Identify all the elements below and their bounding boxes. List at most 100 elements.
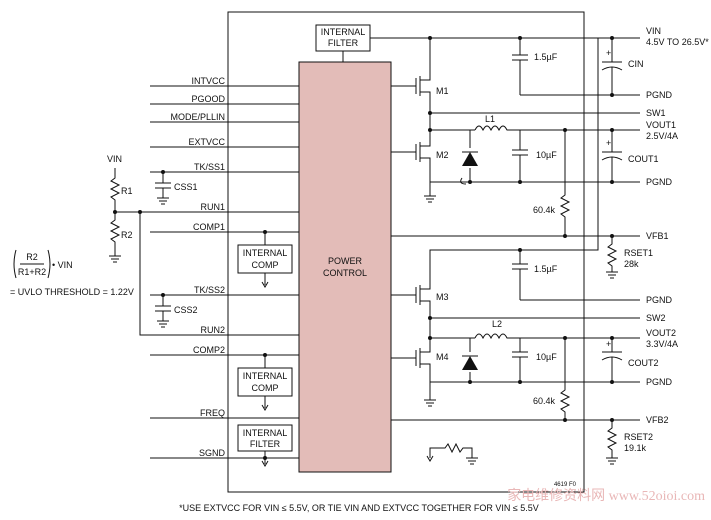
r-fb2-label: 60.4k [533, 396, 556, 406]
vin-left-label: VIN [107, 154, 122, 164]
internal-comp1-label-1: INTERNAL [243, 248, 288, 258]
resistor-rset2: RSET2 19.1k [606, 420, 653, 465]
cap-cout1: + COUT1 [601, 130, 659, 182]
r-fb1-label: 60.4k [533, 205, 556, 215]
cin-label: CIN [628, 59, 644, 69]
sw2-label: SW2 [646, 313, 666, 323]
c-in-top-label: 1.5µF [534, 52, 558, 62]
inductor-l1 [474, 125, 560, 132]
pin-tk-ss2: TK/SS2 [194, 285, 225, 295]
pin-tk-ss1: TK/SS1 [194, 162, 225, 172]
eq-denominator: R1+R2 [18, 267, 46, 277]
eq-numerator: R2 [26, 252, 38, 262]
footnote: *USE EXTVCC FOR VIN ≤ 5.5V, OR TIE VIN A… [179, 503, 539, 513]
diode-2 [462, 338, 478, 382]
diode-1 [460, 130, 478, 185]
cout1-plus: + [606, 138, 611, 148]
pin-comp1: COMP1 [193, 222, 225, 232]
rset1-name: RSET1 [624, 248, 653, 258]
mosfet-m2: M2 [391, 113, 449, 190]
vout1-val: 2.5V/4A [646, 131, 678, 141]
internal-comp2 [237, 367, 293, 397]
rset1-val: 28k [624, 259, 639, 269]
pgnd3-label: PGND [646, 295, 673, 305]
cout1-label: COUT1 [628, 154, 659, 164]
rset2-val: 19.1k [624, 443, 647, 453]
css1-label: CSS1 [174, 182, 198, 192]
internal-filter-top-label-2: FILTER [328, 38, 359, 48]
m1-label: M1 [436, 86, 449, 96]
l2-label: L2 [492, 319, 502, 329]
cap-c-in-top: 1.5µF [512, 38, 558, 95]
pin-labels: INTVCC PGOOD MODE/PLLIN EXTVCC TK/SS1 RU… [170, 76, 225, 458]
pgnd2-label: PGND [646, 177, 673, 187]
resistor-fb2: 60.4k [533, 338, 571, 420]
pgnd1-label: PGND [646, 90, 673, 100]
uvlo-divider: VIN R1 R2 [107, 154, 150, 336]
m4-label: M4 [436, 352, 449, 362]
r1-label: R1 [121, 186, 133, 196]
part-code: 4619 F0 [554, 482, 577, 488]
pgnd4-label: PGND [646, 377, 673, 387]
ground-1 [424, 190, 436, 203]
css2-label: CSS2 [174, 305, 198, 315]
pin-mode-pllin: MODE/PLLIN [170, 112, 225, 122]
l1-label: L1 [485, 114, 495, 124]
cap-css1: CSS1 [155, 170, 198, 205]
internal-filter-bottom-label-2: FILTER [250, 439, 281, 449]
pin-sgnd: SGND [199, 448, 226, 458]
vin-range: 4.5V TO 26.5V* [646, 37, 709, 47]
cap-cin: + CIN [601, 38, 644, 95]
resistor-fb1: 60.4k [533, 130, 571, 236]
power-control-block [298, 61, 392, 473]
c-out2-label: 10µF [536, 352, 557, 362]
power-control-label-2: CONTROL [323, 268, 367, 278]
internal-comp1 [237, 244, 293, 274]
pin-freq: FREQ [200, 408, 225, 418]
r2-label: R2 [121, 230, 133, 240]
mosfet-m1: M1 [391, 38, 449, 113]
cout2-label: COUT2 [628, 358, 659, 368]
pin-extvcc: EXTVCC [188, 137, 225, 147]
eq-line2: = UVLO THRESHOLD = 1.22V [10, 287, 134, 297]
internal-filter-bottom [237, 424, 293, 452]
comp1-ground [261, 232, 269, 288]
internal-comp1-label-2: COMP [252, 260, 279, 270]
ground-2 [424, 396, 436, 407]
mosfet-m4: M4 [391, 318, 449, 396]
pin-comp2: COMP2 [193, 345, 225, 355]
pin-run2: RUN2 [200, 325, 225, 335]
c-out1-label: 10µF [536, 150, 557, 160]
cap-c-out2: 10µF [512, 338, 557, 382]
vfb2-label: VFB2 [646, 415, 669, 425]
vout2-val: 3.3V/4A [646, 339, 678, 349]
cap-c-out1: 10µF [512, 130, 557, 182]
cout2-plus: + [606, 339, 611, 349]
resistor-rset1: RSET1 28k [606, 236, 653, 279]
internal-filter-top-label-1: INTERNAL [321, 27, 366, 37]
pin-intvcc: INTVCC [192, 76, 226, 86]
vout2-name: VOUT2 [646, 328, 676, 338]
uvlo-equation: R2 R1+R2 • VIN = UVLO THRESHOLD = 1.22V [10, 249, 134, 297]
power-control-label-1: POWER [328, 256, 363, 266]
eq-suffix: • VIN [52, 260, 73, 270]
internal-comp2-label-1: INTERNAL [243, 371, 288, 381]
mosfet-m3: M3 [391, 275, 449, 318]
output-labels: VIN 4.5V TO 26.5V* PGND SW1 VOUT1 2.5V/4… [612, 26, 709, 425]
pin-lines [150, 85, 299, 459]
vout1-name: VOUT1 [646, 120, 676, 130]
comp2-ground [261, 355, 269, 411]
c-in-mid-label: 1.5µF [534, 264, 558, 274]
internal-resistor [429, 442, 478, 465]
vin-name: VIN [646, 26, 661, 36]
pin-pgood: PGOOD [191, 94, 225, 104]
rset2-name: RSET2 [624, 432, 653, 442]
sw1-label: SW1 [646, 108, 666, 118]
m2-label: M2 [436, 150, 449, 160]
inductor-l2 [474, 333, 560, 340]
m3-label: M3 [436, 292, 449, 302]
vin-ch2-rail [429, 38, 599, 275]
cap-css2: CSS2 [155, 293, 198, 328]
watermark: 家电维修资料网 www.52oioi.com [507, 487, 705, 504]
